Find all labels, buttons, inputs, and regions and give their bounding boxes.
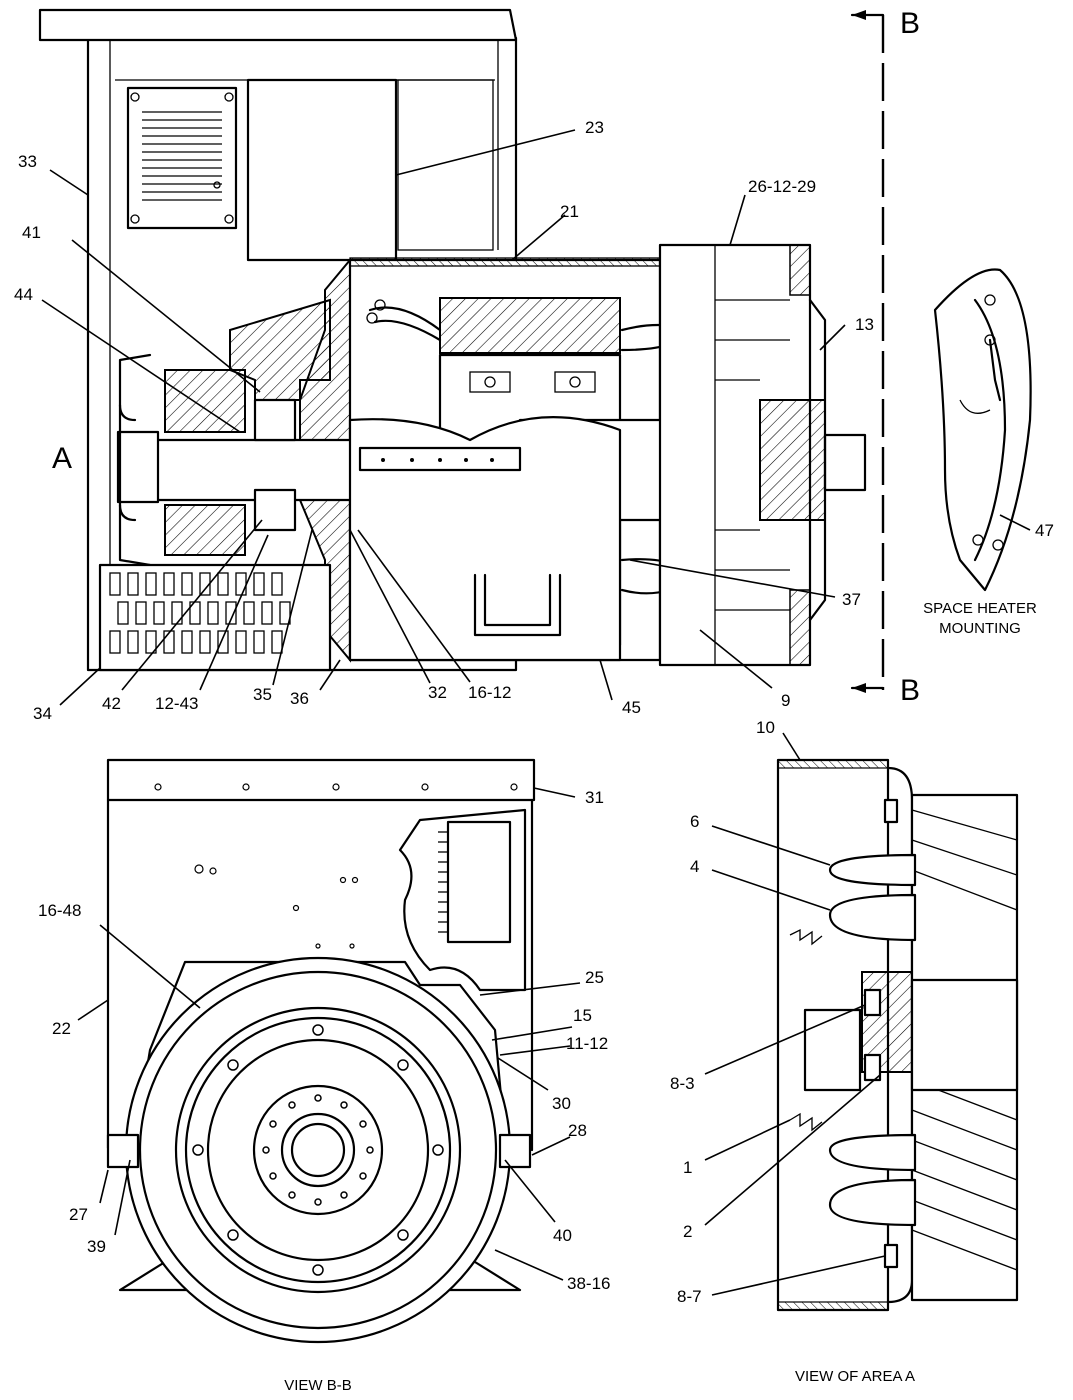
- callout-label: 27: [69, 1205, 88, 1224]
- callout-label: 4: [690, 857, 699, 876]
- callout-label: 11-12: [566, 1034, 608, 1053]
- callout-label: 44: [14, 285, 33, 304]
- callout-label: 47: [1035, 521, 1054, 540]
- callout-label: 10: [756, 718, 775, 737]
- callout-label: 23: [585, 118, 604, 137]
- callout-label: 39: [87, 1237, 106, 1256]
- section-label-b-top: B: [900, 7, 920, 40]
- callout-label: 1: [683, 1158, 692, 1177]
- callout-label: 41: [22, 223, 41, 242]
- callout-label: 33: [18, 152, 37, 171]
- callout-label: 32: [428, 683, 447, 702]
- callout-label: 6: [690, 812, 699, 831]
- callout-label: 8-3: [670, 1074, 695, 1093]
- leader-lines: [41, 129, 1031, 1296]
- view-area-a-caption: VIEW OF AREA A: [795, 1368, 915, 1385]
- callout-label: 8-7: [677, 1287, 702, 1306]
- callout-label: 34: [33, 704, 52, 723]
- callout-label: 37: [842, 590, 861, 609]
- view-area-a: VIEW OF AREA A: [776, 758, 1019, 1385]
- callout-label: 36: [290, 689, 309, 708]
- air-inlet-screen: [98, 563, 332, 672]
- callouts-area-a: 10 6 4 8-3 1 2 8-7: [670, 718, 775, 1306]
- callout-label: 31: [585, 788, 604, 807]
- space-heater-caption-2: MOUNTING: [939, 620, 1021, 637]
- callout-label: 21: [560, 202, 579, 221]
- callout-label: 38-16: [567, 1274, 610, 1293]
- regulator-heatsink: [126, 86, 238, 230]
- callout-label: 13: [855, 315, 874, 334]
- callouts-view-bb: 31 16-48 25 15 11-12 22 30 28 27 39 40 3…: [38, 788, 610, 1293]
- callouts-main: 33 23 21 26-12-29 41 44 13 47 37 34 42 1…: [14, 118, 1054, 723]
- callout-label: 42: [102, 694, 121, 713]
- callout-label: 9: [781, 691, 790, 710]
- callout-label: 28: [568, 1121, 587, 1140]
- callout-label: 40: [553, 1226, 572, 1245]
- callout-label: 25: [585, 968, 604, 987]
- callout-label: 35: [253, 685, 272, 704]
- callout-label: 16-12: [468, 683, 511, 702]
- callout-label: 12-43: [155, 694, 198, 713]
- callout-label: 26-12-29: [748, 177, 816, 196]
- callout-label: 16-48: [38, 901, 81, 920]
- callout-label: 22: [52, 1019, 71, 1038]
- section-label-a: A: [52, 442, 72, 475]
- callout-label: 15: [573, 1006, 592, 1025]
- space-heater-detail: SPACE HEATER MOUNTING: [923, 268, 1037, 637]
- space-heater-caption-1: SPACE HEATER: [923, 600, 1037, 617]
- main-section-view: [38, 8, 885, 693]
- view-bb-caption: VIEW B-B: [284, 1377, 352, 1394]
- callout-label: 2: [683, 1222, 692, 1241]
- callout-label: 45: [622, 698, 641, 717]
- view-bb: VIEW B-B: [106, 758, 536, 1394]
- section-label-b-bottom: B: [900, 674, 920, 707]
- callout-label: 30: [552, 1094, 571, 1113]
